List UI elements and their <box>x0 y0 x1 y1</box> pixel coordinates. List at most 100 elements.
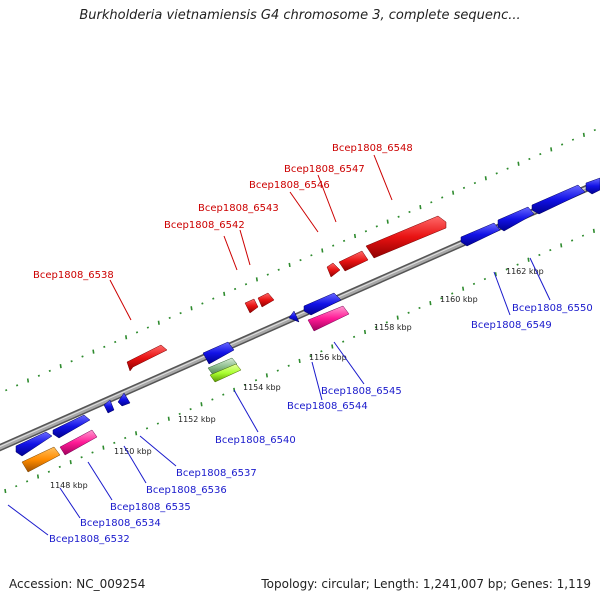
tick-mark <box>505 268 508 271</box>
tick-mark <box>342 239 346 242</box>
gene-features-bottom[interactable] <box>15 177 600 473</box>
tick-mark <box>157 320 160 325</box>
tick-mark <box>266 273 269 276</box>
scale-label: 1158 kbp <box>374 323 412 332</box>
gene-arrow-blue[interactable] <box>460 222 501 247</box>
tick-mark <box>26 378 30 383</box>
tick-mark <box>451 292 454 295</box>
tick-mark <box>331 344 334 349</box>
gene-arrow-blue[interactable] <box>497 206 535 232</box>
gene-features-top[interactable] <box>126 215 447 372</box>
gene-label[interactable]: Bcep1808_6534 <box>80 518 161 529</box>
tick-mark <box>364 230 368 233</box>
tick-mark <box>517 161 520 166</box>
gene-label[interactable]: Bcep1808_6536 <box>146 485 227 496</box>
gene-arrow-pink[interactable] <box>59 429 98 456</box>
gene-label[interactable]: Bcep1808_6545 <box>321 386 402 397</box>
tick-mark <box>5 389 8 392</box>
gene-arrow-orange[interactable] <box>21 446 61 473</box>
gene-arrow-6547[interactable] <box>338 250 369 272</box>
scale-label: 1152 kbp <box>178 415 216 424</box>
gene-arrow-lime[interactable] <box>209 363 242 383</box>
gene-arrow-blue[interactable] <box>202 341 235 365</box>
gene-arrow-6548[interactable] <box>365 215 447 259</box>
gene-arrow-blue[interactable] <box>585 177 600 195</box>
gene-arrow-6542[interactable] <box>244 298 259 314</box>
tick-mark <box>570 239 574 242</box>
gene-arrow-6538[interactable] <box>126 344 168 372</box>
tick-mark <box>4 488 7 494</box>
gene-label[interactable]: Bcep1808_6549 <box>471 320 552 331</box>
tick-mark <box>91 451 94 454</box>
tick-mark <box>190 306 193 311</box>
tick-mark <box>254 379 258 382</box>
gene-arrow-6546[interactable] <box>326 262 341 278</box>
gene-label[interactable]: Bcep1808_6538 <box>33 270 114 281</box>
tick-mark <box>321 248 324 253</box>
tick-mark <box>103 345 106 348</box>
tick-mark <box>201 302 204 305</box>
gene-arrow-blue[interactable] <box>15 431 53 457</box>
tick-mark <box>385 321 388 324</box>
tick-mark <box>440 297 443 300</box>
tick-mark <box>189 407 192 411</box>
scale-label: 1148 kbp <box>50 481 88 490</box>
gene-label[interactable]: Bcep1808_6546 <box>249 180 330 191</box>
gene-arrow-blue[interactable] <box>117 392 131 407</box>
gene-label[interactable]: Bcep1808_6548 <box>332 143 413 154</box>
gene-label[interactable]: Bcep1808_6537 <box>176 468 257 479</box>
gene-label[interactable]: Bcep1808_6540 <box>215 435 296 446</box>
gene-label[interactable]: Bcep1808_6547 <box>284 164 365 175</box>
gene-label[interactable]: Bcep1808_6532 <box>49 534 130 545</box>
tick-mark <box>462 186 466 189</box>
tick-mark <box>47 470 51 473</box>
tick-mark <box>276 369 279 372</box>
tick-mark <box>70 360 73 363</box>
tick-mark <box>179 311 182 315</box>
map-title: Burkholderia vietnamiensis G4 chromosome… <box>79 8 521 23</box>
tick-mark <box>223 291 226 296</box>
gene-arrow-blue[interactable] <box>103 399 115 414</box>
tick-mark <box>243 383 247 387</box>
gene-arrow-pink[interactable] <box>307 305 350 332</box>
tick-mark <box>310 254 313 257</box>
tick-mark <box>146 326 150 329</box>
tick-mark <box>550 147 553 152</box>
tick-mark <box>80 456 83 459</box>
gene-arrow-blue[interactable] <box>531 184 586 215</box>
scale-label: 1154 kbp <box>243 383 281 392</box>
tick-mark <box>233 287 237 291</box>
gene-label[interactable]: Bcep1808_6550 <box>512 303 593 314</box>
gene-arrow-6543[interactable] <box>257 292 275 308</box>
top-gene-labels: Bcep1808_6538 Bcep1808_6542 Bcep1808_654… <box>33 143 413 281</box>
tick-mark <box>37 374 41 377</box>
tick-mark <box>277 268 280 271</box>
tick-mark <box>113 441 116 444</box>
gene-arrow-blue[interactable] <box>288 310 300 323</box>
gene-arrow-greygreen[interactable] <box>207 357 238 376</box>
tick-mark <box>363 329 367 335</box>
gene-label[interactable]: Bcep1808_6544 <box>287 401 368 412</box>
tick-mark <box>483 277 487 281</box>
tick-mark <box>59 363 62 369</box>
tick-mark <box>124 436 127 440</box>
gene-arrow-blue[interactable] <box>52 414 91 439</box>
tick-mark <box>386 219 389 224</box>
gene-label[interactable]: Bcep1808_6542 <box>164 220 245 231</box>
gene-arrow-blue[interactable] <box>303 292 342 316</box>
scale-label: 1162 kbp <box>506 267 544 276</box>
tick-mark <box>408 210 411 214</box>
tick-mark <box>299 259 302 262</box>
tick-mark <box>25 480 29 483</box>
gene-label[interactable]: Bcep1808_6535 <box>110 502 191 513</box>
tick-mark <box>418 306 421 310</box>
tick-mark <box>494 272 497 277</box>
lower-tick-track <box>4 228 595 494</box>
tick-mark <box>539 153 542 156</box>
tick-mark <box>495 172 498 175</box>
tick-mark <box>352 335 356 338</box>
tick-mark <box>516 263 519 266</box>
topology-summary: Topology: circular; Length: 1,241,007 bp… <box>261 577 591 591</box>
gene-label[interactable]: Bcep1808_6543 <box>198 203 279 214</box>
